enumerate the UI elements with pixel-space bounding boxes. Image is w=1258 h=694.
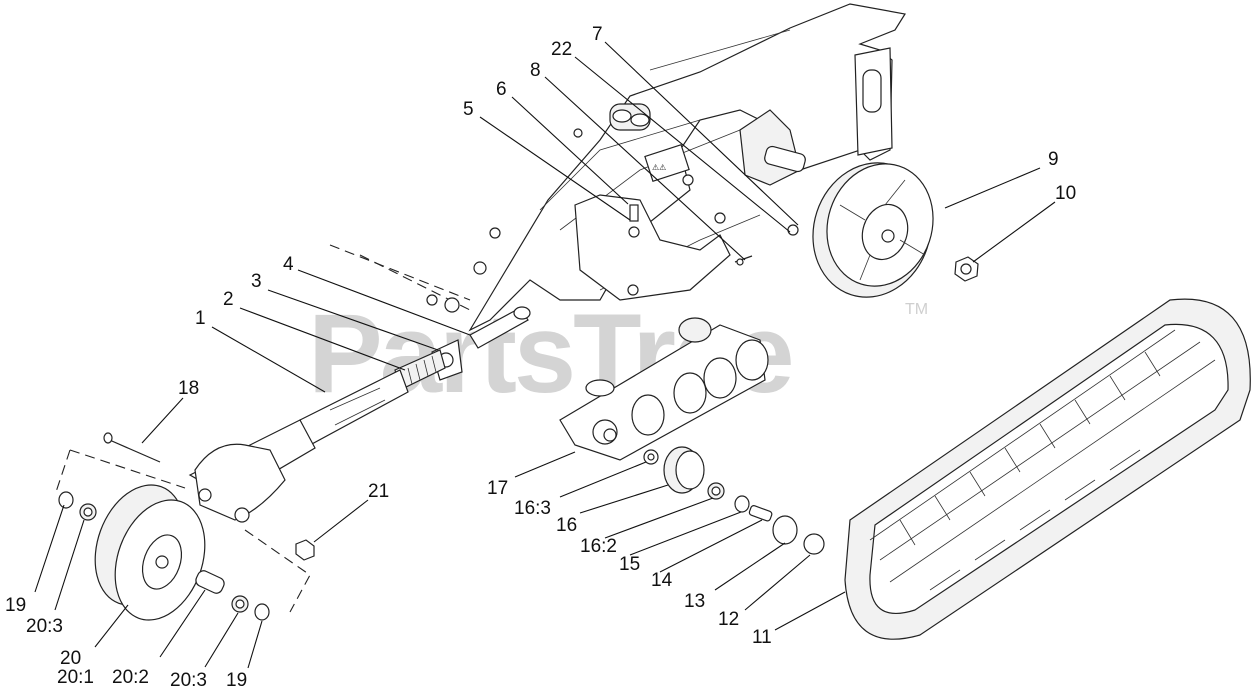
callout-4: 4 <box>283 254 294 275</box>
roller-frame <box>559 317 825 555</box>
warning-decal-icon: ⚠⚠ <box>652 163 666 172</box>
callout-13: 13 <box>684 591 705 612</box>
callout-12: 12 <box>718 609 739 630</box>
drive-sprocket <box>812 162 979 298</box>
callout-17: 17 <box>487 478 508 499</box>
callout-15: 15 <box>619 554 640 575</box>
callout-16: 16 <box>556 515 577 536</box>
callout-18: 18 <box>178 378 199 399</box>
leader-lines <box>34 41 1056 669</box>
callout-3: 3 <box>251 271 262 292</box>
idler-wheels <box>54 432 315 621</box>
callout-20-1: 20:1 <box>57 667 94 688</box>
callout-20-3-right: 20:3 <box>170 670 207 691</box>
callout-16-3: 16:3 <box>514 498 551 519</box>
chassis-frame: ⚠⚠ <box>329 3 906 332</box>
callout-8: 8 <box>530 60 541 81</box>
callout-5: 5 <box>463 99 474 120</box>
callout-14: 14 <box>651 570 673 591</box>
tension-assembly <box>188 306 531 523</box>
callout-19-right: 19 <box>226 670 247 691</box>
callout-2: 2 <box>223 289 234 310</box>
callout-1: 1 <box>195 308 206 329</box>
callout-9: 9 <box>1048 149 1059 170</box>
callout-6: 6 <box>496 79 507 100</box>
callout-10: 10 <box>1055 183 1076 204</box>
callout-20-2: 20:2 <box>112 667 149 688</box>
rubber-track <box>844 298 1251 640</box>
callout-20-3-left: 20:3 <box>26 616 63 637</box>
callout-16-2: 16:2 <box>580 536 617 557</box>
callout-labels: 1 2 3 4 5 6 7 8 9 10 11 12 13 14 15 16 1… <box>5 24 1076 691</box>
callout-19-left: 19 <box>5 595 26 616</box>
callout-7: 7 <box>592 24 603 45</box>
callout-22: 22 <box>551 39 572 60</box>
callout-11: 11 <box>752 627 772 648</box>
callout-20: 20 <box>60 648 81 669</box>
watermark-trademark: TM <box>905 301 928 318</box>
callout-21: 21 <box>368 481 389 502</box>
